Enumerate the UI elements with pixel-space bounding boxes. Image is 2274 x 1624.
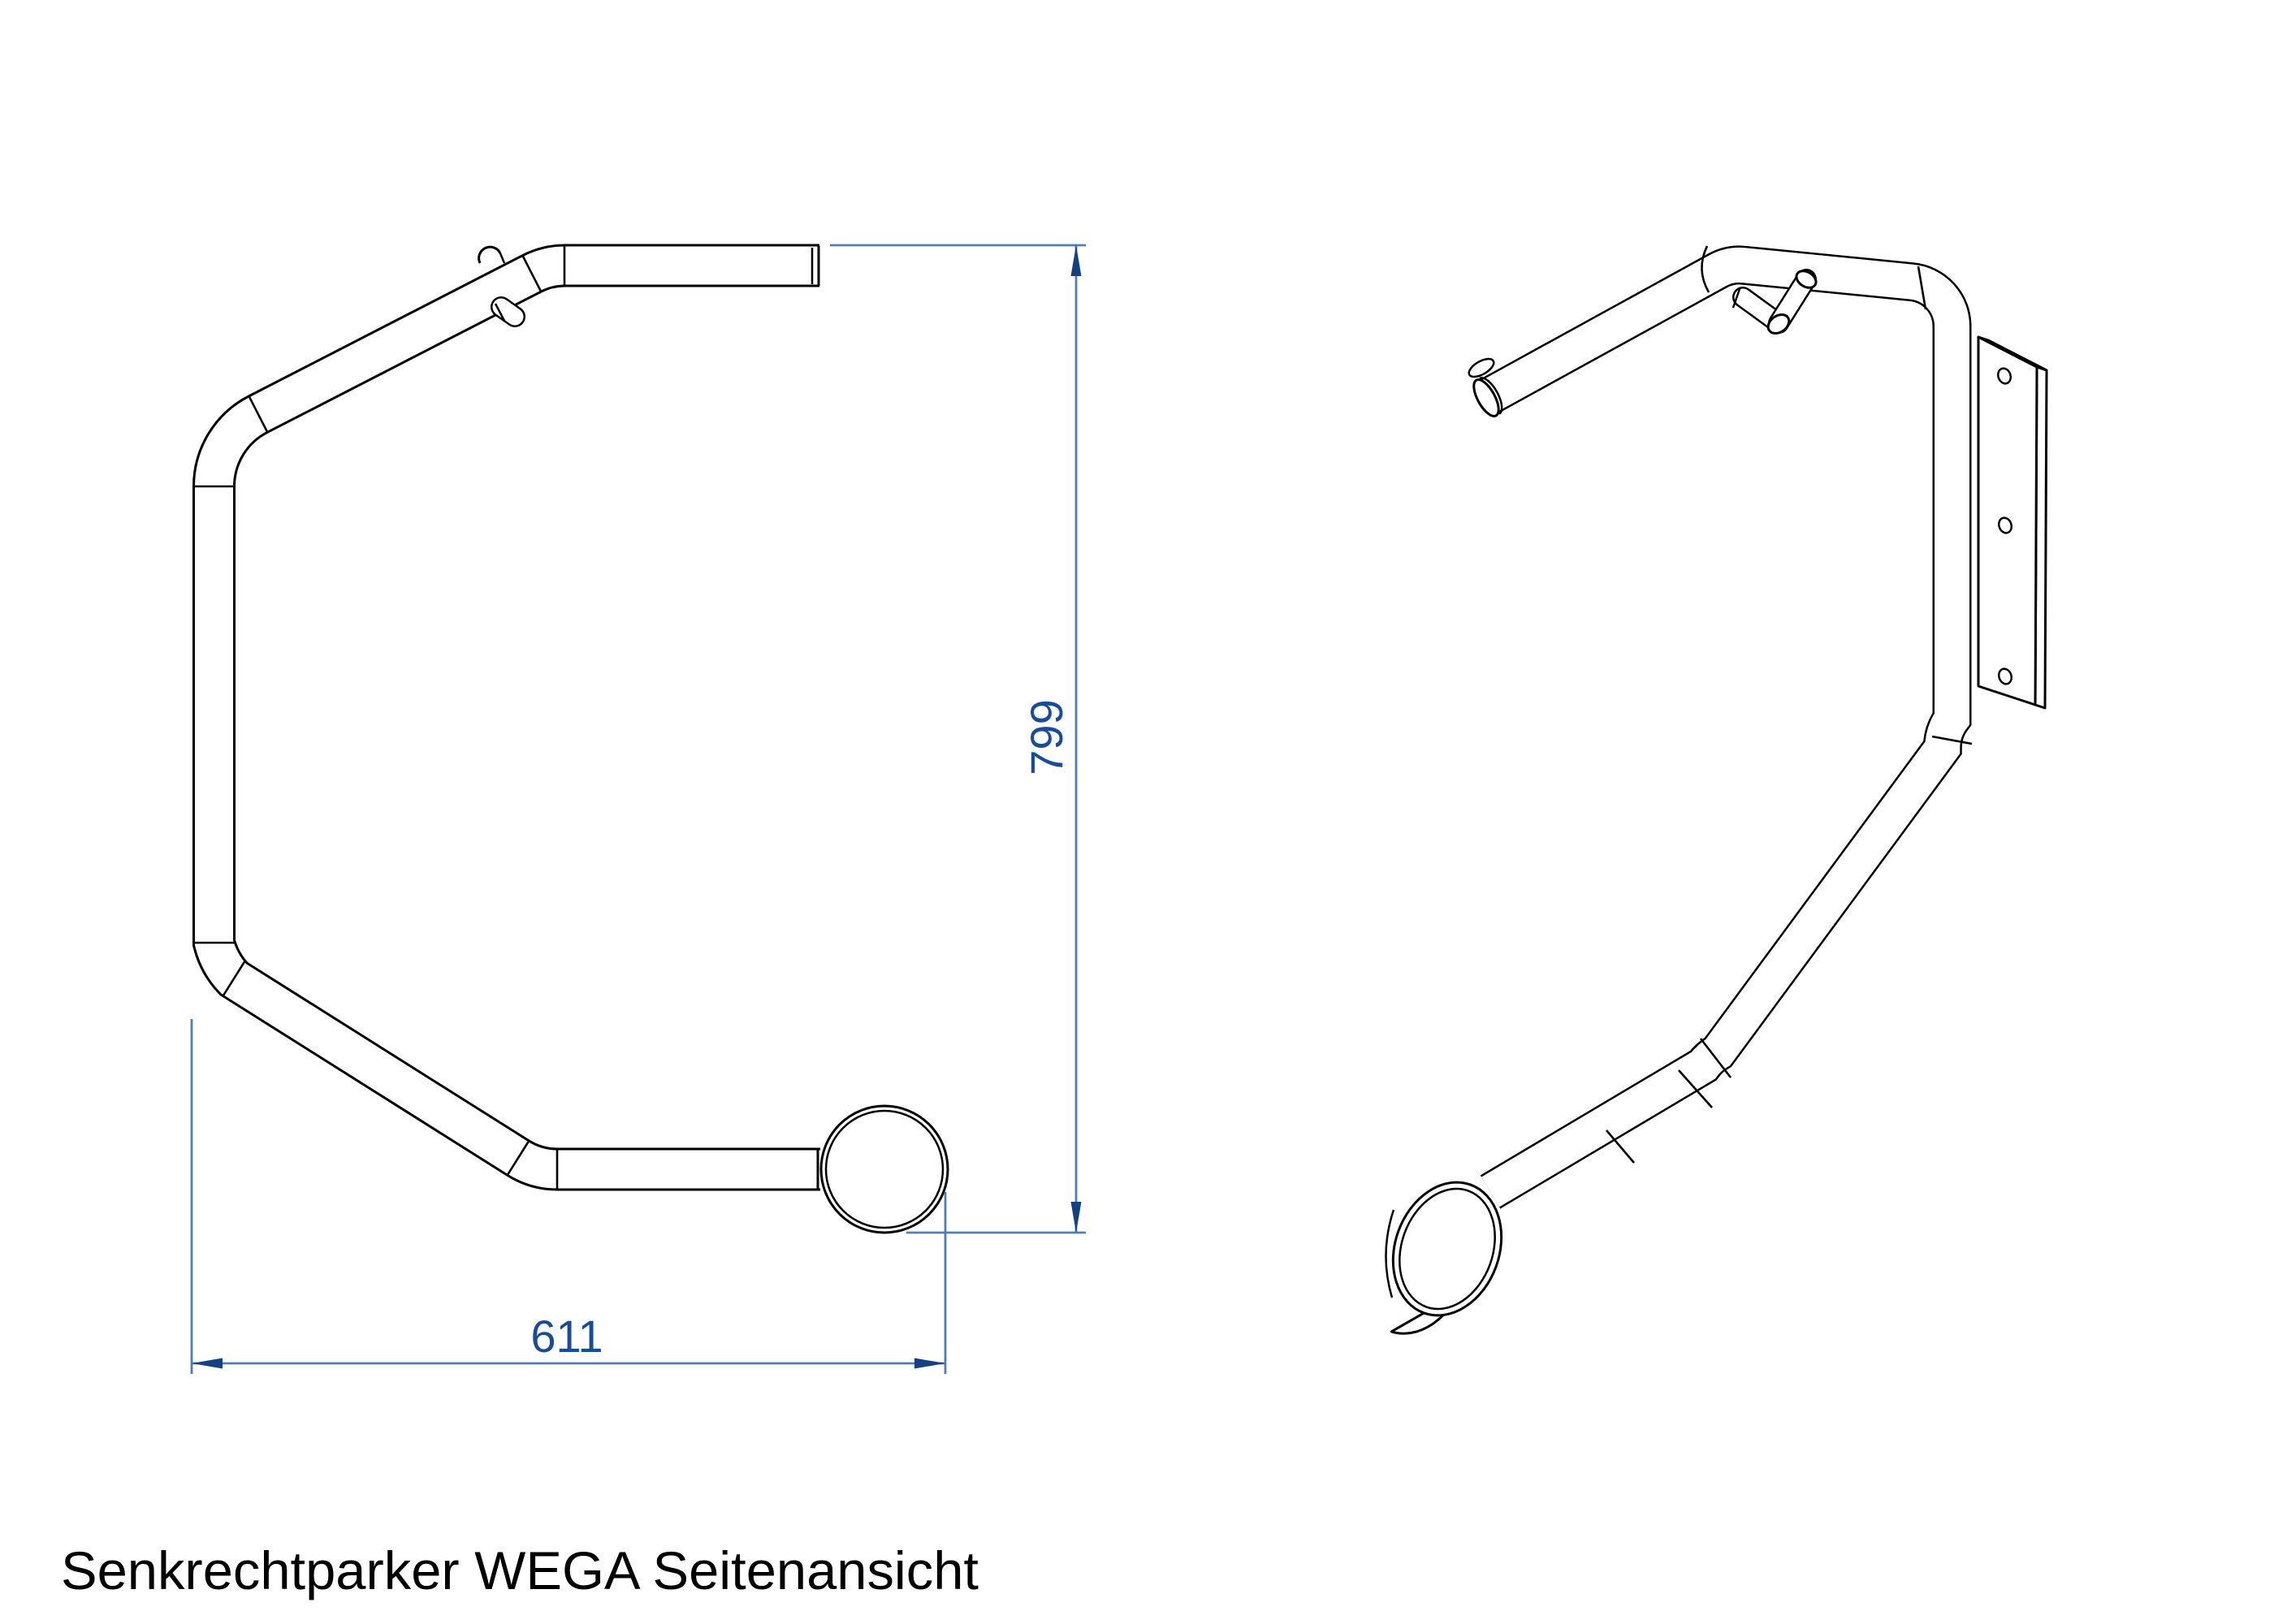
seam-line [1678,1069,1713,1108]
hook-end-face [1795,270,1818,289]
ring-front-rim-inner [1399,1187,1496,1311]
tube-end-cap [1472,378,1500,417]
plate-hole [1997,667,2013,685]
ring-front-rim [1391,1181,1503,1317]
seam-line [1931,735,1973,745]
dimension-width-label: 611 [530,1311,603,1362]
seam-line [1701,245,1710,293]
seam-line [506,1140,530,1176]
seam-line [521,255,543,292]
wheel-ring-outer [819,1104,949,1234]
arrow-right-icon [914,1358,945,1369]
arrow-left-icon [192,1358,223,1369]
side-view-tube-core [195,246,820,1189]
seam-line [222,961,246,997]
drawing-caption: Senkrechtparker WEGA Seitenansicht [61,1540,979,1600]
tube-end-cap-inner [1479,377,1503,415]
lock-hook-core [492,298,524,326]
ring-back-inner-arc [1385,1209,1395,1298]
iso-tube-core [1477,247,1970,1207]
dimension-height-799: 799 [830,244,1086,1234]
seam-line [1699,1038,1732,1078]
seam-line [248,395,269,433]
wheel-ring-inner [824,1109,945,1229]
seam-line [1917,266,1927,310]
dimension-width-611: 611 [190,1019,947,1374]
hook-elbow-face [1766,313,1791,335]
arrow-down-icon [1070,1202,1082,1233]
plate-hole [1997,516,2013,534]
lock-hook-seam [494,303,506,322]
hook-seam [1731,288,1741,309]
retainer-loop [1468,357,1495,378]
lock-hook-iso [1731,269,1818,335]
iso-view [1385,245,2048,1335]
plate-hole [1996,367,2012,385]
seam-line [1606,1129,1635,1164]
lock-pin-edge [499,253,506,264]
side-view [192,244,949,1234]
plate-front-face [1977,335,2038,706]
mounting-plate [1977,335,2048,710]
lock-pin-bump [478,245,502,264]
arrow-up-icon [1070,245,1082,276]
dimension-height-label: 799 [1021,699,1072,775]
wheel-ring-iso [1385,1181,1503,1335]
